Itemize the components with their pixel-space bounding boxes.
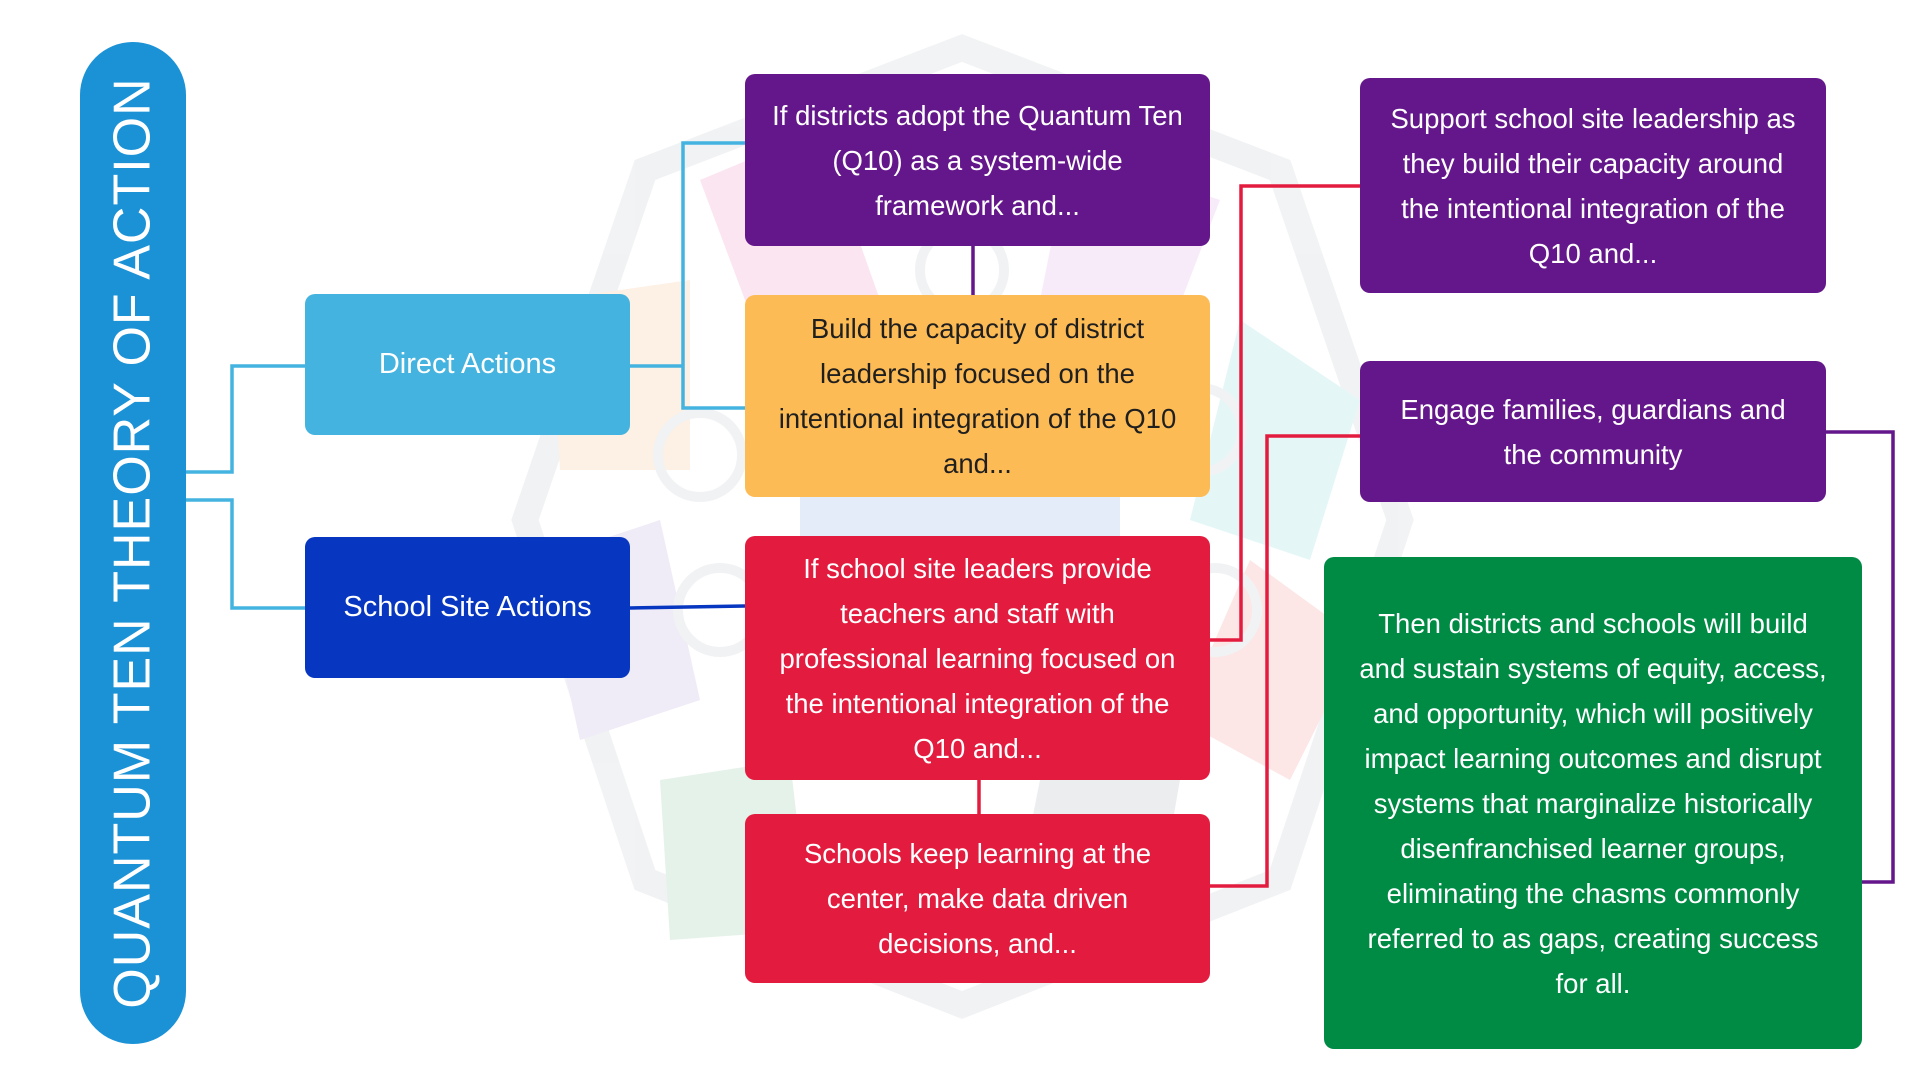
connector-engage-to-outcome [1826, 430, 1895, 884]
emblem-icon-ring [653, 408, 747, 502]
title-banner: QUANTUM TEN THEORY OF ACTION [80, 42, 186, 1044]
district-adopt-box: If districts adopt the Quantum Ten (Q10)… [745, 74, 1210, 246]
outcome-text: Then districts and schools will build an… [1359, 607, 1827, 999]
connector-title-to-direct [186, 364, 305, 474]
diagram-title: QUANTUM TEN THEORY OF ACTION [104, 77, 162, 1009]
emblem-petal [1180, 560, 1360, 780]
emblem-outline [511, 34, 1414, 1019]
build-capacity-text: Build the capacity of district leadershi… [778, 313, 1177, 479]
emblem-petal [1190, 320, 1360, 560]
engage-families-text: Engage families, guardians and the commu… [1400, 393, 1786, 470]
direct-actions-box: Direct Actions [305, 294, 630, 435]
engage-families-box: Engage families, guardians and the commu… [1360, 361, 1826, 502]
school-site-actions-label: School Site Actions [343, 591, 592, 623]
schools-keep-learning-box: Schools keep learning at the center, mak… [745, 814, 1210, 983]
connector-direct-bracket [681, 141, 745, 410]
school-site-actions-box: School Site Actions [305, 537, 630, 678]
school-leaders-provide-box: If school site leaders provide teachers … [745, 536, 1210, 780]
support-school-leadership-text: Support school site leadership as they b… [1390, 102, 1796, 269]
outcome-box: Then districts and schools will build an… [1324, 557, 1862, 1049]
connector-leaders-to-support [1210, 184, 1360, 642]
school-leaders-provide-text: If school site leaders provide teachers … [779, 552, 1176, 764]
direct-actions-label: Direct Actions [378, 348, 557, 380]
connector-schools-keep-to-engage [1210, 434, 1360, 888]
build-capacity-box: Build the capacity of district leadershi… [745, 295, 1210, 497]
connector-school-site-to-step [629, 604, 746, 610]
connector-title-to-school-site [186, 498, 305, 610]
schools-keep-learning-text: Schools keep learning at the center, mak… [803, 838, 1152, 959]
support-school-leadership-box: Support school site leadership as they b… [1360, 78, 1826, 293]
district-adopt-text: If districts adopt the Quantum Ten (Q10)… [772, 99, 1183, 221]
